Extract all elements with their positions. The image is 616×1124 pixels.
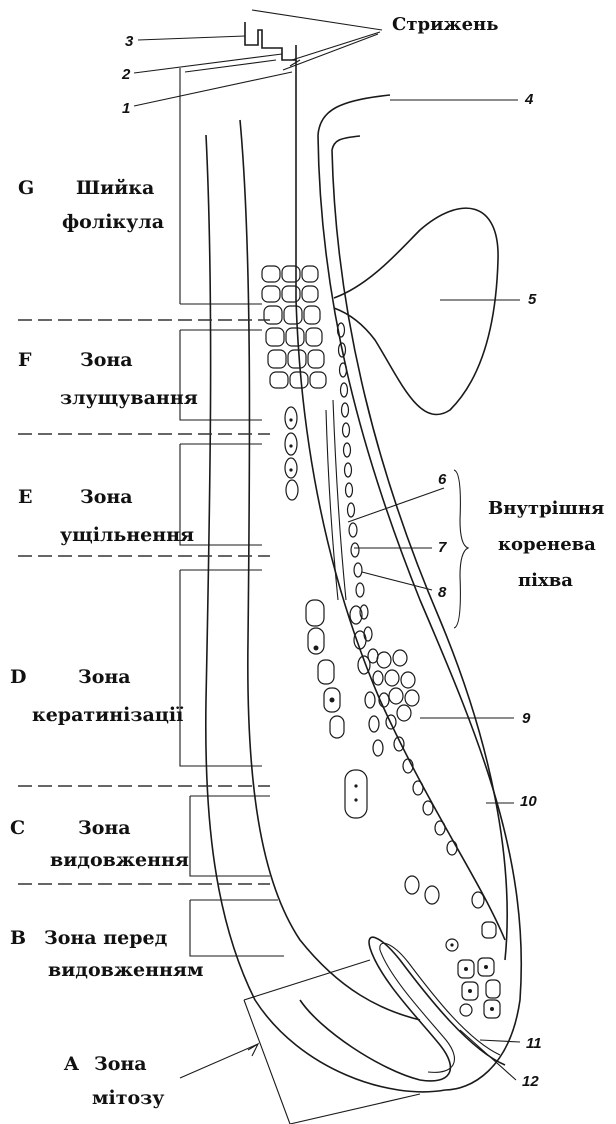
- follicle-inner-left: [240, 120, 420, 1020]
- number-4: 4: [524, 91, 534, 108]
- zone-g-letter: G: [18, 177, 34, 199]
- shaft-layer-lines: [180, 60, 300, 304]
- zone-a-letter: A: [63, 1053, 79, 1075]
- zone-e-line2: ущільнення: [60, 524, 194, 546]
- shaft-right-edge: [296, 60, 505, 940]
- number-12: 12: [522, 1073, 539, 1090]
- leader-6: [348, 488, 444, 522]
- sheath-brace: [454, 470, 468, 628]
- zone-b-line2: видовженням: [48, 959, 203, 981]
- number-1: 1: [122, 100, 130, 117]
- inner-root-sheath-label-2: коренева: [498, 534, 596, 555]
- number-7: 7: [438, 539, 447, 556]
- leader-1: [134, 72, 292, 106]
- matrix-cells: [405, 876, 500, 1018]
- sebaceous-gland: [334, 208, 498, 414]
- cortex-cells: [285, 407, 298, 500]
- zone-c-letter: C: [10, 817, 25, 839]
- hair-shaft-top: [245, 22, 296, 60]
- outer-root-sheath-right: [318, 95, 521, 1090]
- inner-root-sheath-label-3: піхва: [518, 570, 573, 591]
- number-6: 6: [438, 471, 447, 488]
- zone-c-line2: видовження: [50, 849, 189, 871]
- dermal-papilla-inner: [380, 943, 500, 1072]
- number-8: 8: [438, 584, 447, 601]
- dermal-papilla: [300, 937, 505, 1081]
- zone-f-letter: F: [18, 349, 32, 371]
- number-11: 11: [526, 1035, 542, 1052]
- number-3: 3: [125, 33, 134, 50]
- zone-d-line2: кератинізації: [32, 704, 184, 726]
- zone-f-line2: злущування: [60, 387, 198, 409]
- zone-g-line2: фолікула: [62, 211, 164, 233]
- leader-3: [138, 36, 245, 40]
- zone-e-letter: E: [18, 486, 32, 508]
- zone-a-line2: мітозу: [92, 1087, 164, 1109]
- zone-c-line1: Зона: [78, 817, 131, 839]
- zone-b-line1: Зона перед: [44, 927, 168, 949]
- zone-e-line1: Зона: [80, 486, 133, 508]
- follicle-outer-left: [206, 135, 445, 1092]
- number-9: 9: [522, 710, 531, 727]
- number-2: 2: [121, 66, 131, 83]
- cuticle-cell-block: [262, 266, 326, 388]
- zone-d-line1: Зона: [78, 666, 131, 688]
- zone-b-letter: B: [10, 927, 26, 949]
- leader-12: [460, 1030, 516, 1080]
- zone-d-letter: D: [10, 666, 26, 688]
- keratinization-cells: [306, 600, 419, 818]
- zone-g-line1: Шийка: [76, 177, 154, 199]
- leader-2: [134, 54, 282, 73]
- zone-f-line1: Зона: [80, 349, 133, 371]
- leader-11: [480, 1040, 520, 1042]
- number-10: 10: [520, 793, 537, 810]
- zone-a-line1: Зона: [94, 1053, 147, 1075]
- shaft-label: Стрижень: [392, 14, 498, 35]
- inner-root-sheath-label-1: Внутрішня: [488, 498, 604, 519]
- number-5: 5: [528, 291, 537, 308]
